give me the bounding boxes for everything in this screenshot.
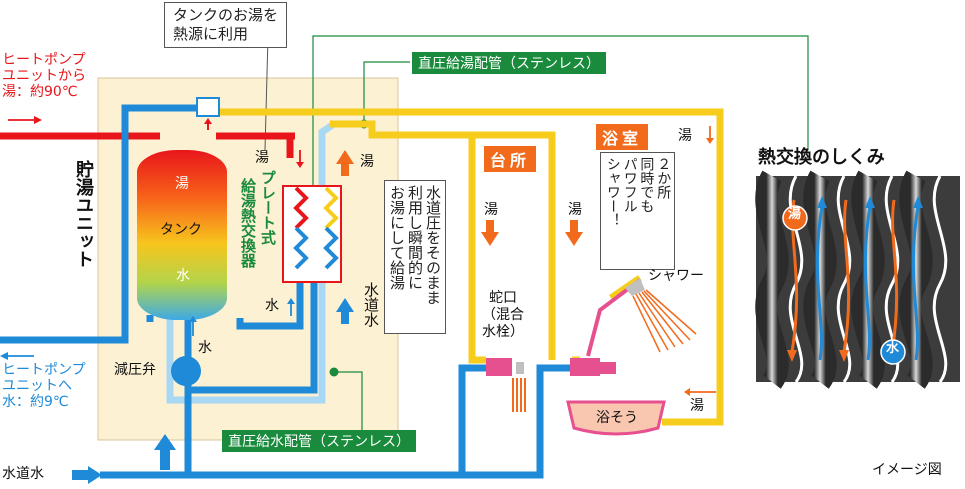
hot-pipe: [0, 132, 295, 158]
pressure-callout: 水道圧をそのまま 利用し瞬間的に お湯にして給湯: [384, 180, 446, 334]
shower-head: [625, 278, 645, 296]
cold-flow-arrows: [72, 298, 354, 484]
tap-water-vertical-label: 水道水: [362, 282, 380, 327]
bath-label: 浴室: [596, 124, 649, 150]
supply-hot-label: 湯: [360, 154, 374, 170]
hex-hot-in-label: 湯: [255, 150, 269, 166]
storage-unit-label: 貯湯ユニット: [73, 160, 94, 268]
kitchen-label: 台所: [484, 146, 537, 172]
small-arrowheads: [0, 116, 714, 396]
tank-callout: タンクのお湯を 熱源に利用: [164, 2, 288, 48]
small-arrows: [8, 119, 716, 393]
pressure-reducing-valve: [171, 356, 201, 386]
kitchen-faucet: [486, 358, 512, 376]
faucet-label: 蛇口 （混合 水栓）: [482, 290, 524, 340]
hot-flow-arrows: [336, 150, 583, 246]
bath-faucet: [570, 358, 600, 376]
valve-label: 減圧弁: [114, 362, 156, 378]
bath-upper-hot-label: 湯: [678, 128, 692, 144]
heat-exchange-hot-badge: 湯: [788, 207, 802, 222]
cold-pipe-label: 直圧給水配管（ステンレス）: [222, 430, 416, 452]
bathtub: [566, 400, 666, 436]
cold-pipe-dot: [329, 367, 339, 377]
hex-water-out-label: 水: [265, 298, 279, 314]
hex-label-line1: プレート式: [259, 170, 277, 245]
hex-label-line2: 給湯熱交換器: [239, 178, 257, 268]
bathtub-hot-label: 湯: [690, 398, 704, 414]
shower-callout: ２か所 同時でも パワフル シャワー！: [600, 152, 676, 270]
tank-top-label: 湯: [175, 176, 189, 192]
tank-bottom-label: 水: [176, 268, 190, 284]
shower-hose: [586, 278, 642, 357]
tap-water-label: 水道水: [2, 466, 44, 482]
heat-pump-out-label: ヒートポンプ ユニットへ 水：約9℃: [2, 362, 86, 411]
tank-water-in-label: 水: [198, 340, 212, 356]
tank: [137, 150, 227, 320]
junction-box: [196, 97, 220, 117]
bathtub-label: 浴そう: [596, 410, 638, 426]
leader-lines: [312, 35, 809, 440]
tank-callout-leader: [264, 35, 269, 151]
heat-exchange-water-badge: 水: [886, 341, 900, 356]
shower-spray: [632, 289, 697, 353]
heat-exchange-inset: [755, 170, 960, 389]
shower-label: シャワー: [648, 268, 704, 284]
kitchen-hot-label: 湯: [484, 202, 498, 218]
hot-pipe-label: 直圧給湯配管（ステンレス）: [412, 52, 606, 74]
heat-exchange-title: 熱交換のしくみ: [758, 147, 885, 168]
kitchen-water-stream: [512, 378, 526, 412]
image-note: イメージ図: [872, 462, 942, 478]
heat-pump-in-label: ヒートポンプ ユニットから 湯：約90℃: [2, 52, 86, 101]
tank-middle-label: タンク: [160, 222, 202, 238]
hex-zigzags: [293, 186, 339, 270]
bath-hot-label: 湯: [568, 202, 582, 218]
